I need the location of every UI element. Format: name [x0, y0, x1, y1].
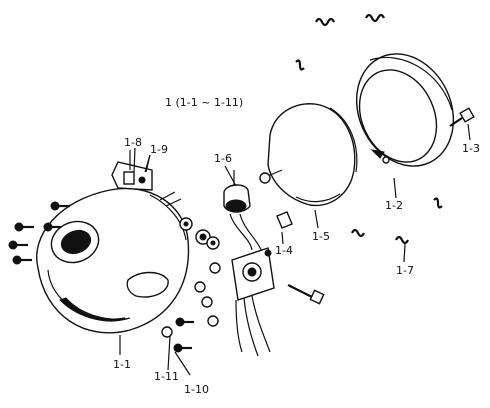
long-bolt: [287, 284, 325, 305]
label-1-4: 1-4: [275, 244, 293, 257]
label-1-1: 1-1: [113, 358, 131, 371]
bulb-socket: [223, 170, 263, 253]
switch-bracket: [111, 150, 153, 191]
label-1-9: 1-9: [150, 143, 168, 156]
headlight-rim: [355, 53, 455, 167]
headlight-case: [36, 187, 190, 334]
label-1-10: 1-10: [184, 383, 209, 396]
leader-lines: [119, 123, 471, 376]
label-1-7: 1-7: [396, 264, 414, 277]
rim-screw: [449, 107, 475, 127]
assembly-caption: 1 (1-1 ~ 1-11): [165, 96, 243, 109]
label-1-2: 1-2: [385, 199, 403, 212]
small-screws: [173, 317, 194, 353]
terminal-plate: [231, 247, 275, 357]
label-1-6: 1-6: [214, 152, 232, 165]
label-1-3: 1-3: [462, 142, 480, 155]
label-1-5: 1-5: [312, 230, 330, 243]
sealed-beam-unit: [259, 103, 358, 207]
case-screws: [8, 201, 70, 265]
sleeve: [276, 211, 293, 229]
label-1-8: 1-8: [124, 136, 142, 149]
mounting-washers: [161, 217, 221, 338]
label-1-11: 1-11: [154, 370, 179, 383]
springs: [295, 13, 443, 245]
